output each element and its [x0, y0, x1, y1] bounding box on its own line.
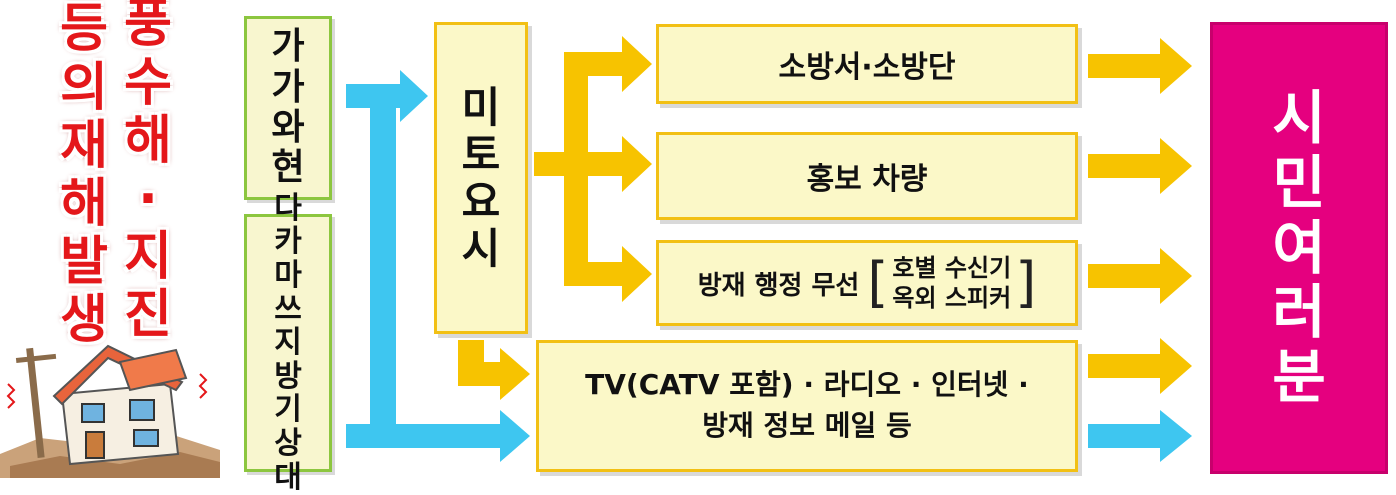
source-jma-char: 마 [274, 258, 302, 294]
city-char: 토 [461, 129, 501, 179]
channel-media-box: TV(CATV 포함) · 라디오 · 인터넷 · 방재 정보 메일 등 [536, 340, 1078, 472]
source-jma-box: 다 카 마 쓰 지 방 기 상 대 [244, 192, 332, 494]
damaged-house-illustration [0, 344, 220, 478]
title-column-disaster-type: 풍 수 해 · 지 진 [108, 0, 188, 345]
title-char: 해 [60, 174, 108, 234]
title-char: 진 [124, 285, 172, 346]
source-jma-char: 대 [274, 459, 302, 495]
title-char: 생 [60, 290, 108, 351]
channel-radio-sub1: 호별 수신기 [892, 254, 1012, 282]
title-char: 수 [124, 52, 172, 113]
citizens-char: 러 [1272, 278, 1326, 347]
arrow-layer [346, 36, 1192, 462]
channel-fire-label: 소방서·소방단 [778, 50, 956, 85]
source-jma-char: 쓰 [274, 291, 302, 327]
bracket-right-icon: ] [1015, 251, 1037, 314]
channel-radio-sub2: 옥외 스피커 [892, 284, 1012, 312]
city-box: 미 토 요 시 [434, 22, 528, 334]
title-char: 재 [60, 115, 108, 176]
blue-arrow-to-media [346, 410, 530, 462]
channel-radio-sub-group: [ 호별 수신기 옥외 스피커 ] [867, 253, 1036, 313]
city-char: 미 [461, 82, 501, 132]
title-char: · [138, 169, 158, 229]
channel-pr-label: 홍보 차량 [806, 162, 928, 197]
source-kofu-box: 가 가 와 현 [244, 16, 332, 200]
city-char: 시 [461, 224, 501, 274]
citizens-char: 민 [1272, 148, 1326, 217]
yellow-arrow-to-fire [576, 36, 652, 92]
channel-radio-box: 방재 행정 무선 [ 호별 수신기 옥외 스피커 ] [656, 240, 1078, 326]
title-char: 등 [60, 0, 108, 60]
title-char: 발 [60, 232, 108, 293]
title-char: 지 [124, 227, 172, 288]
yellow-arrow-fire-to-citizens [1088, 38, 1192, 94]
channel-fire-box: 소방서·소방단 [656, 24, 1078, 104]
source-jma-char: 상 [274, 425, 302, 461]
channel-radio-label: 방재 행정 무선 [697, 270, 860, 301]
blue-arrow-media-to-citizens [1088, 410, 1192, 462]
yellow-arrow-media-to-citizens [1088, 338, 1192, 394]
citizens-box: 시 민 여 러 분 [1210, 22, 1388, 474]
yellow-arrow-to-pr [576, 136, 652, 192]
source-jma-char: 방 [274, 358, 302, 394]
source-kofu-char: 현 [271, 147, 305, 189]
source-jma-char: 지 [274, 325, 302, 361]
bracket-left-icon: [ [867, 251, 889, 314]
channel-pr-box: 홍보 차량 [656, 132, 1078, 220]
title-char: 해 [124, 110, 172, 171]
yellow-arrow-radio-to-citizens [1088, 248, 1192, 304]
source-kofu-char: 가 [271, 66, 305, 108]
title-char: 의 [60, 57, 108, 118]
city-char: 요 [461, 177, 501, 226]
source-jma-char: 기 [274, 392, 302, 428]
source-kofu-char: 와 [271, 107, 305, 148]
title-column-occurrence: 등 의 재 해 발 생 [44, 0, 124, 350]
channel-media-line2: 방재 정보 메일 등 [702, 409, 912, 442]
yellow-arrow-to-radio [576, 246, 652, 302]
citizens-char: 여 [1272, 213, 1326, 282]
citizens-char: 분 [1272, 343, 1326, 412]
source-jma-char: 다 [274, 190, 302, 226]
channel-radio-sub-list: 호별 수신기 옥외 스피커 [888, 253, 1015, 313]
blue-arrow-trunk [370, 96, 396, 436]
yellow-arrow-to-media [458, 348, 530, 400]
citizens-char: 시 [1272, 83, 1326, 152]
title-char: 풍 [124, 0, 172, 55]
source-jma-char: 카 [274, 224, 302, 260]
channel-media-line1: TV(CATV 포함) · 라디오 · 인터넷 · [585, 368, 1029, 402]
source-kofu-char: 가 [271, 26, 305, 68]
yellow-arrow-pr-to-citizens [1088, 138, 1192, 194]
